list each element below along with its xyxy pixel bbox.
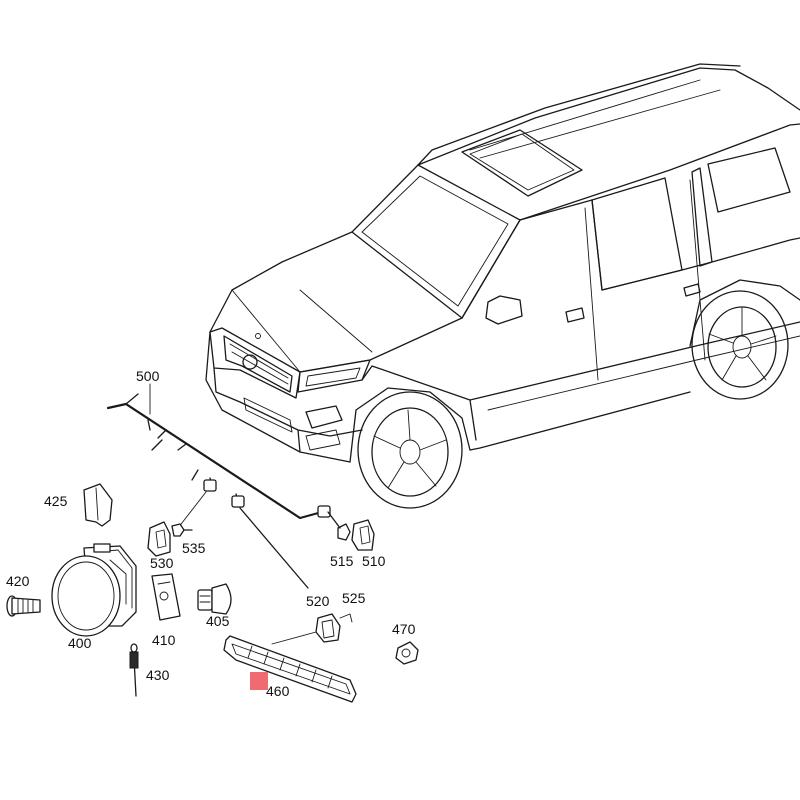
part-425-bracket	[83, 483, 113, 527]
label-535: 535	[182, 540, 206, 556]
label-430: 430	[146, 667, 170, 683]
label-470: 470	[392, 621, 416, 637]
part-510-connector	[351, 519, 375, 551]
part-525-connector	[271, 613, 353, 645]
part-520-leader	[239, 507, 309, 589]
label-425: 425	[44, 493, 68, 509]
part-460-highlight-marker	[250, 672, 268, 690]
label-510: 510	[362, 553, 386, 569]
label-530: 530	[150, 555, 174, 571]
label-405: 405	[206, 613, 230, 629]
part-515-clip	[327, 511, 351, 541]
front-wheel	[357, 391, 463, 509]
label-420: 420	[6, 573, 30, 589]
part-430-pin	[129, 643, 139, 697]
part-470-nut	[395, 641, 419, 665]
label-500: 500	[136, 368, 160, 384]
rear-wheel	[691, 290, 789, 400]
label-525: 525	[342, 590, 366, 606]
label-515: 515	[330, 553, 354, 569]
vehicle-illustration	[205, 63, 800, 509]
label-400: 400	[68, 635, 92, 651]
part-405-bulb	[197, 583, 232, 615]
label-410: 410	[152, 632, 176, 648]
label-460: 460	[266, 683, 290, 699]
part-530-connector	[147, 491, 207, 557]
part-420-screw	[6, 595, 41, 617]
part-410-holder	[151, 573, 181, 621]
part-535-clip	[171, 523, 193, 537]
part-400-fog-lamp	[51, 543, 137, 637]
part-460-bumper-grille	[223, 635, 357, 703]
wiring-harness-500	[106, 383, 331, 520]
label-520: 520	[306, 593, 330, 609]
